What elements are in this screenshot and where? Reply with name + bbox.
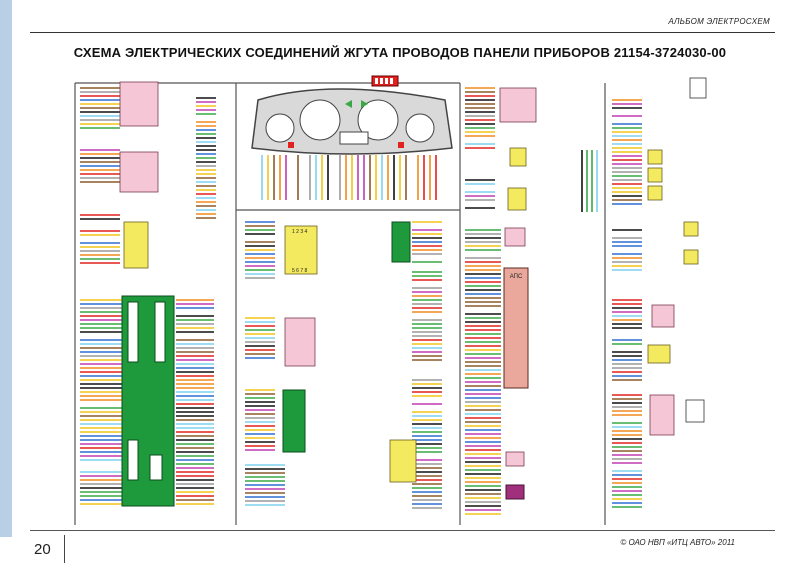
yellow-module <box>123 221 149 269</box>
mounting-block <box>121 295 175 507</box>
green-connector-block-lower <box>282 389 306 453</box>
relay-block <box>505 451 525 467</box>
relay-block <box>119 151 159 193</box>
pins-label-top: 1 2 3 4 <box>292 229 308 235</box>
yellow-module <box>389 439 417 483</box>
yellow-module <box>284 225 318 275</box>
copyright-notice: © ОАО НВП «ИТЦ АВТО» 2011 <box>620 538 735 547</box>
instrument-cluster <box>251 88 453 155</box>
pins-label-bottom: 5 6 7 8 <box>292 268 308 274</box>
relay-block <box>119 81 159 127</box>
yellow-module <box>683 249 699 265</box>
yellow-module <box>647 185 663 201</box>
yellow-module <box>509 147 527 167</box>
yellow-module <box>507 187 527 211</box>
relay-block <box>284 317 316 367</box>
header-rule <box>30 32 775 33</box>
yellow-module <box>647 149 663 165</box>
footer-rule <box>30 530 775 531</box>
wire-bundles <box>80 87 642 515</box>
red-connector <box>371 75 399 87</box>
connector-socket <box>685 399 705 423</box>
connector-socket <box>689 77 707 99</box>
aps-block: АПС <box>503 267 529 389</box>
relay-block <box>651 304 675 328</box>
page-title: СХЕМА ЭЛЕКТРИЧЕСКИХ СОЕДИНЕНИЙ ЖГУТА ПРО… <box>73 45 727 60</box>
aps-label: АПС <box>510 274 523 280</box>
album-label: АЛЬБОМ ЭЛЕКТРОСХЕМ <box>668 17 770 26</box>
purple-connector <box>505 484 525 500</box>
yellow-module <box>683 221 699 237</box>
page-number: 20 <box>34 541 51 558</box>
page-edge-band <box>0 0 12 537</box>
component-blocks <box>119 77 707 483</box>
yellow-module <box>647 344 671 364</box>
relay-block <box>499 87 537 123</box>
yellow-module <box>647 167 663 183</box>
green-connector-block <box>391 221 411 263</box>
relay-block <box>504 227 526 247</box>
footer-divider <box>64 535 65 563</box>
relay-block <box>649 394 675 436</box>
